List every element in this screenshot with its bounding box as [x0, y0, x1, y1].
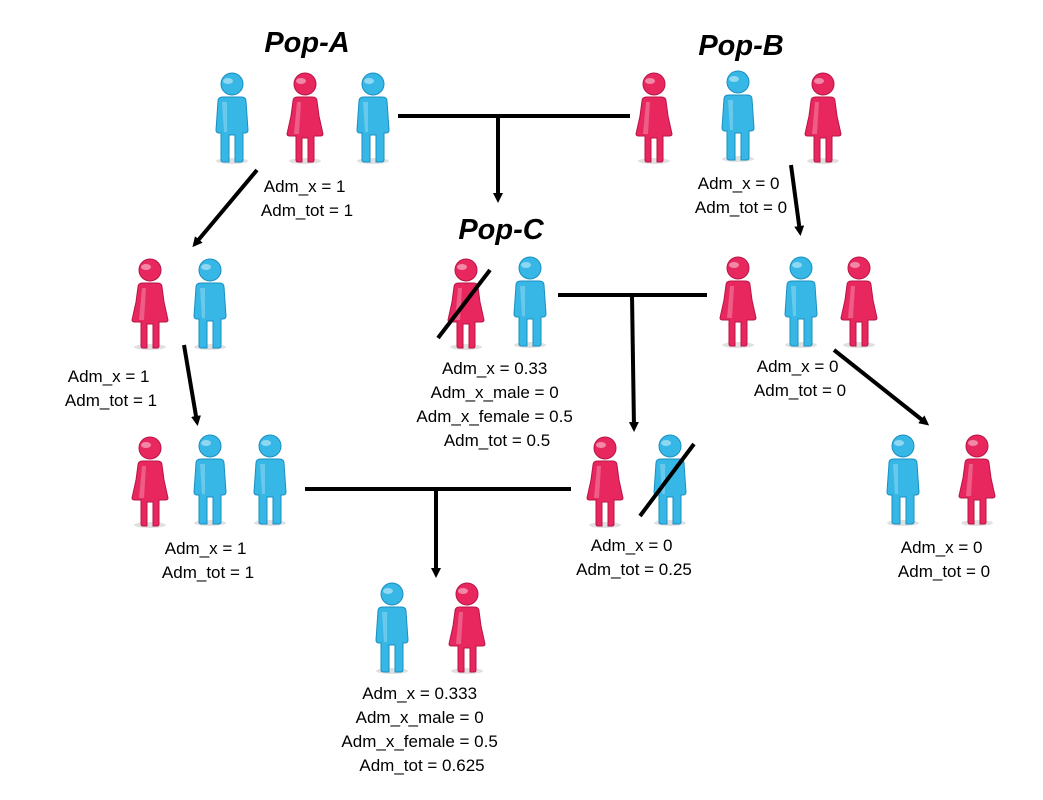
female-figure: [448, 582, 486, 675]
pop-c-title: Pop-C: [458, 214, 544, 246]
label-b-gen1: Adm_x = 0 Adm_tot = 0: [754, 357, 846, 400]
male-figure: [193, 434, 227, 527]
male-figure: [513, 256, 547, 349]
label-pop-a: Adm_x = 1 Adm_tot = 1: [261, 177, 353, 220]
female-figure: [131, 258, 169, 351]
pop-b-title: Pop-B: [698, 30, 783, 62]
male-figure: [375, 582, 409, 675]
female-figure: [586, 436, 624, 529]
label-final-offspring: Adm_x = 0.333 Adm_x_male = 0 Adm_x_femal…: [341, 684, 502, 775]
connector-lines: [182, 114, 930, 578]
male-figure: [253, 434, 287, 527]
pop-a-title: Pop-A: [264, 27, 349, 59]
female-figure: [719, 256, 757, 349]
male-figure: [356, 72, 390, 165]
arrow-b-to-gen1: [789, 164, 805, 236]
female-figure: [635, 72, 673, 165]
label-b-gen2: Adm_x = 0 Adm_tot = 0: [898, 538, 990, 581]
label-pop-b: Adm_x = 0 Adm_tot = 0: [695, 174, 787, 217]
female-figure: [131, 436, 169, 529]
female-figure: [840, 256, 878, 349]
male-figure: [721, 70, 755, 163]
arrow-b-gen1-to-gen2: [832, 348, 930, 426]
arrow-a-to-gen1: [192, 168, 259, 248]
arrow-to-c-offspring: [628, 294, 639, 432]
label-c-offspring: Adm_x = 0 Adm_tot = 0.25: [576, 536, 692, 579]
label-pop-c: Adm_x = 0.33 Adm_x_male = 0 Adm_x_female…: [416, 359, 577, 450]
strike-line: [436, 268, 492, 340]
label-a-gen1: Adm_x = 1 Adm_tot = 1: [65, 367, 157, 410]
strike-line: [638, 442, 696, 518]
male-figure: [193, 258, 227, 351]
female-figure: [286, 72, 324, 165]
male-figure: [886, 434, 920, 527]
male-figure: [784, 256, 818, 349]
label-a-gen2: Adm_x = 1 Adm_tot = 1: [162, 539, 254, 582]
arrow-a-gen1-to-gen2: [182, 344, 201, 426]
female-figure: [958, 434, 996, 527]
male-figure: [215, 72, 249, 165]
male-figure: [653, 434, 687, 527]
female-figure: [804, 72, 842, 165]
